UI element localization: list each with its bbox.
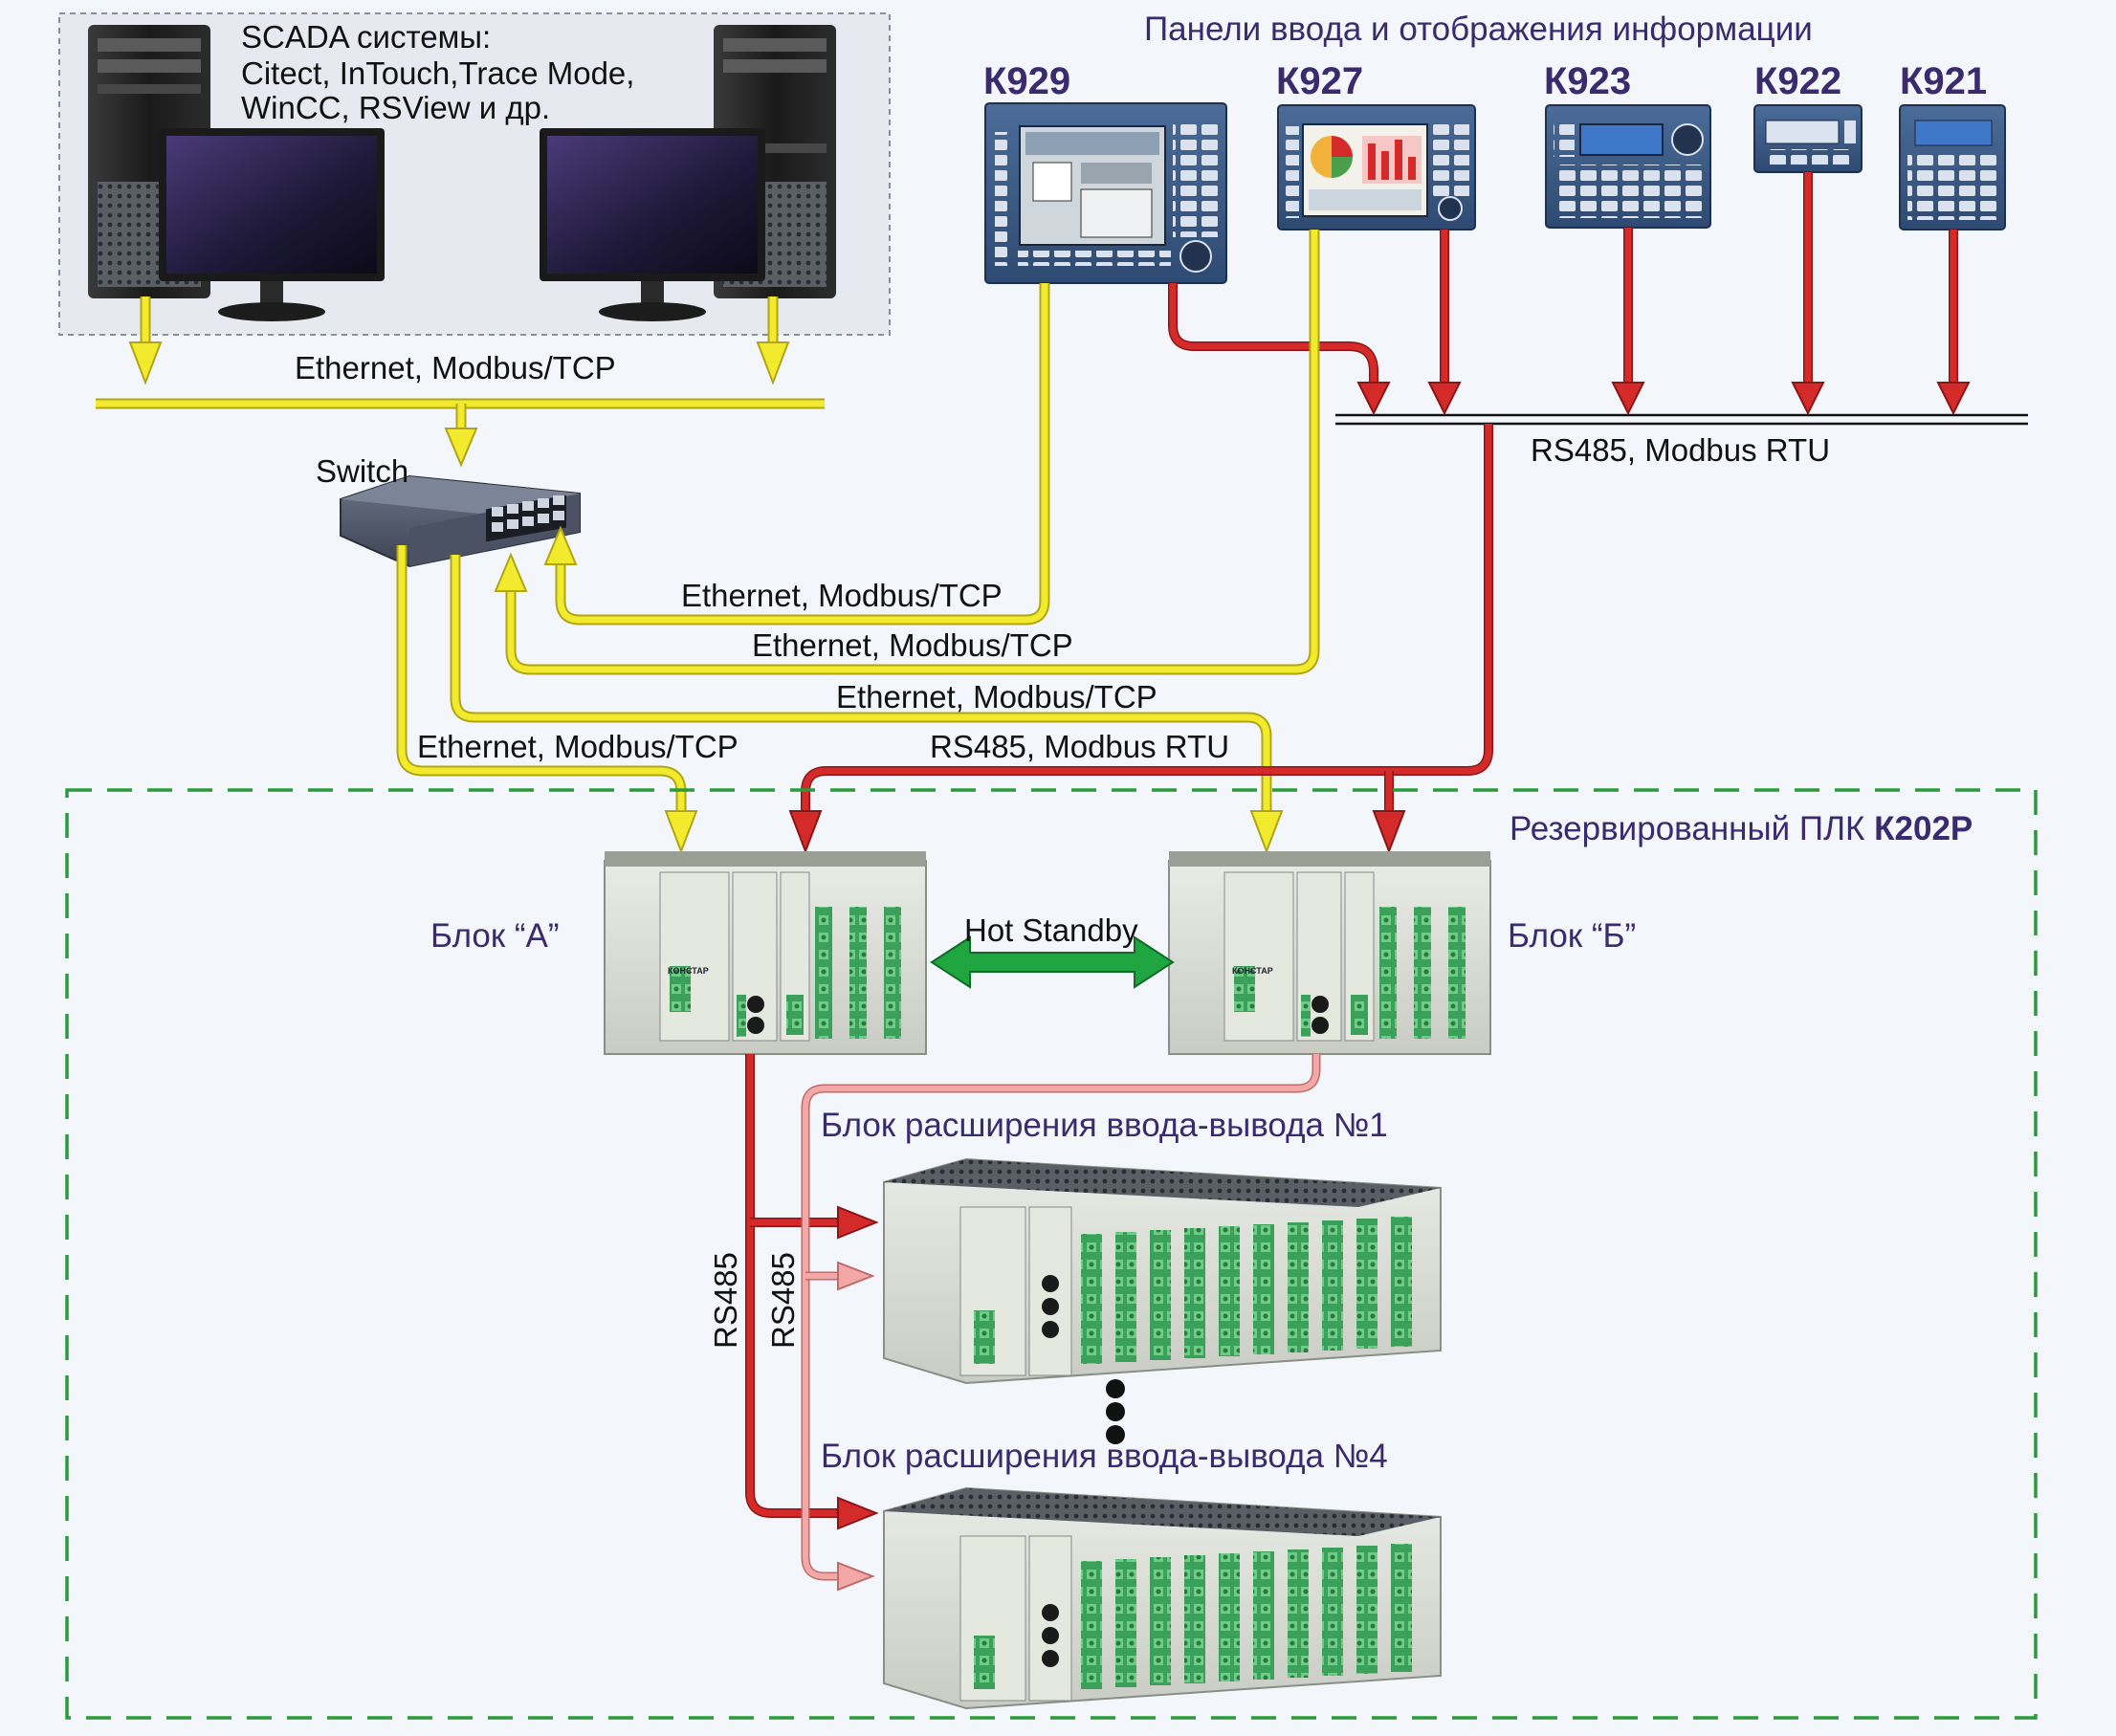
- plc-block-b: КОНСТАР: [1168, 851, 1491, 1055]
- label-ethernet-k927: Ethernet, Modbus/TCP: [752, 627, 1073, 663]
- label-hot-standby: Hot Standby: [964, 912, 1138, 948]
- panel-k929: [984, 102, 1227, 284]
- panel-k921: [1899, 104, 2006, 231]
- ethernet-panels-to-switch: [494, 230, 1320, 675]
- network-switch: [340, 474, 581, 568]
- label-expansion-block-1: Блок расширения ввода-вывода №1: [821, 1107, 1388, 1144]
- panel-k922: [1753, 104, 1863, 173]
- panel-k923: [1545, 104, 1711, 229]
- plc-title: Резервированный ПЛК К202Р: [1510, 810, 1973, 847]
- hot-standby-arrow: [930, 935, 1175, 989]
- label-ethernet-k929: Ethernet, Modbus/TCP: [681, 578, 1003, 613]
- monitor-left: [159, 128, 385, 321]
- scada-title: SCADA системы:: [241, 19, 491, 55]
- label-ethernet-to-block-a: Ethernet, Modbus/TCP: [417, 729, 738, 764]
- rs485-bus: [1335, 413, 2028, 426]
- rs485-to-expansion: [745, 1054, 1321, 1592]
- label-rs485-vertical-1: RS485: [708, 1252, 743, 1349]
- panel-k927: [1277, 104, 1476, 231]
- panels-title: Панели ввода и отображения информации: [1144, 11, 1813, 48]
- expansion-block-1: [883, 1157, 1442, 1385]
- brand-label-b: КОНСТАР: [1232, 966, 1273, 976]
- ethernet-bus-top: [96, 297, 825, 468]
- expansion-block-4: [883, 1486, 1442, 1710]
- panel-model-k923: К923: [1544, 60, 1631, 102]
- panel-model-k927: К927: [1276, 60, 1363, 102]
- plc-redundant-frame: [65, 788, 2038, 1720]
- ethernet-switch-to-plc: [396, 545, 1284, 854]
- panel-model-k921: К921: [1900, 60, 1987, 102]
- label-block-a: Блок “А”: [430, 917, 560, 955]
- brand-label-a: КОНСТАР: [668, 966, 709, 976]
- switch-ports: [492, 495, 564, 532]
- label-ethernet-to-block-b: Ethernet, Modbus/TCP: [836, 679, 1157, 714]
- label-rs485-bus: RS485, Modbus RTU: [1531, 432, 1830, 468]
- plc-block-a: КОНСТАР: [604, 851, 927, 1055]
- panel-model-k922: К922: [1754, 60, 1841, 102]
- scada-list-line1: Citect, InTouch,Trace Mode,: [241, 55, 634, 91]
- panel-model-k929: К929: [983, 60, 1070, 102]
- scada-area: SCADA системы: Citect, InTouch,Trace Mod…: [58, 12, 891, 336]
- label-ethernet-top: Ethernet, Modbus/TCP: [295, 350, 616, 385]
- label-rs485-vertical-2: RS485: [765, 1252, 801, 1349]
- panel-rs485-drops: [1168, 172, 1971, 416]
- monitor-right: [540, 128, 765, 321]
- ellipsis-dots: [1106, 1379, 1125, 1444]
- label-rs485-plc: RS485, Modbus RTU: [930, 729, 1229, 764]
- label-block-b: Блок “Б”: [1508, 917, 1636, 955]
- switch-label: Switch: [316, 453, 408, 489]
- rs485-bus-to-plc: [788, 424, 1493, 854]
- scada-list-line2: WinCC, RSView и др.: [241, 90, 550, 125]
- label-expansion-block-4: Блок расширения ввода-вывода №4: [821, 1438, 1388, 1475]
